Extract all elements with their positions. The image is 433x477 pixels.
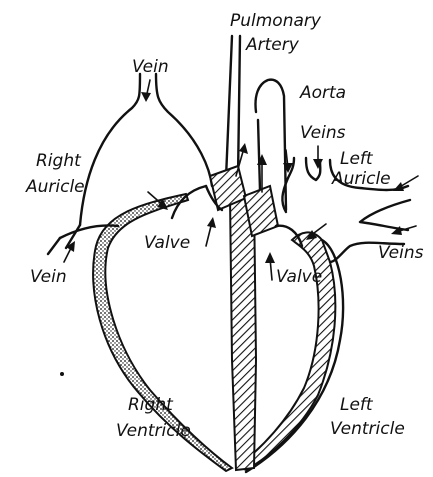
pulmonary-artery-outline bbox=[226, 36, 240, 178]
label-left-ventricle-1: Left bbox=[340, 395, 374, 415]
label-left-ventricle-2: Ventricle bbox=[330, 419, 405, 439]
label-veins-right: Veins bbox=[378, 243, 424, 263]
label-left-auricle-1: Left bbox=[340, 149, 374, 169]
label-right-auricle-1: Right bbox=[36, 151, 82, 171]
aorta-inner bbox=[258, 120, 260, 190]
label-valve-left: Valve bbox=[276, 267, 322, 287]
label-valve-right: Valve bbox=[144, 233, 190, 253]
stray-dot bbox=[60, 372, 64, 376]
label-right-auricle-2: Auricle bbox=[25, 177, 85, 197]
label-pulmonary: Pulmonary bbox=[230, 11, 322, 31]
label-veins-top: Veins bbox=[300, 123, 346, 143]
label-left-auricle-2: Auricle bbox=[331, 169, 391, 189]
label-vein-bottom: Vein bbox=[30, 267, 67, 287]
septum bbox=[230, 196, 256, 470]
label-right-ventricle-1: Right bbox=[128, 395, 174, 415]
label-artery: Artery bbox=[245, 35, 300, 55]
label-right-ventricle-2: Ventricle bbox=[116, 421, 191, 441]
label-vein-top: Vein bbox=[132, 57, 169, 77]
vein-bottom-outline bbox=[48, 225, 80, 254]
label-aorta: Aorta bbox=[299, 83, 346, 103]
